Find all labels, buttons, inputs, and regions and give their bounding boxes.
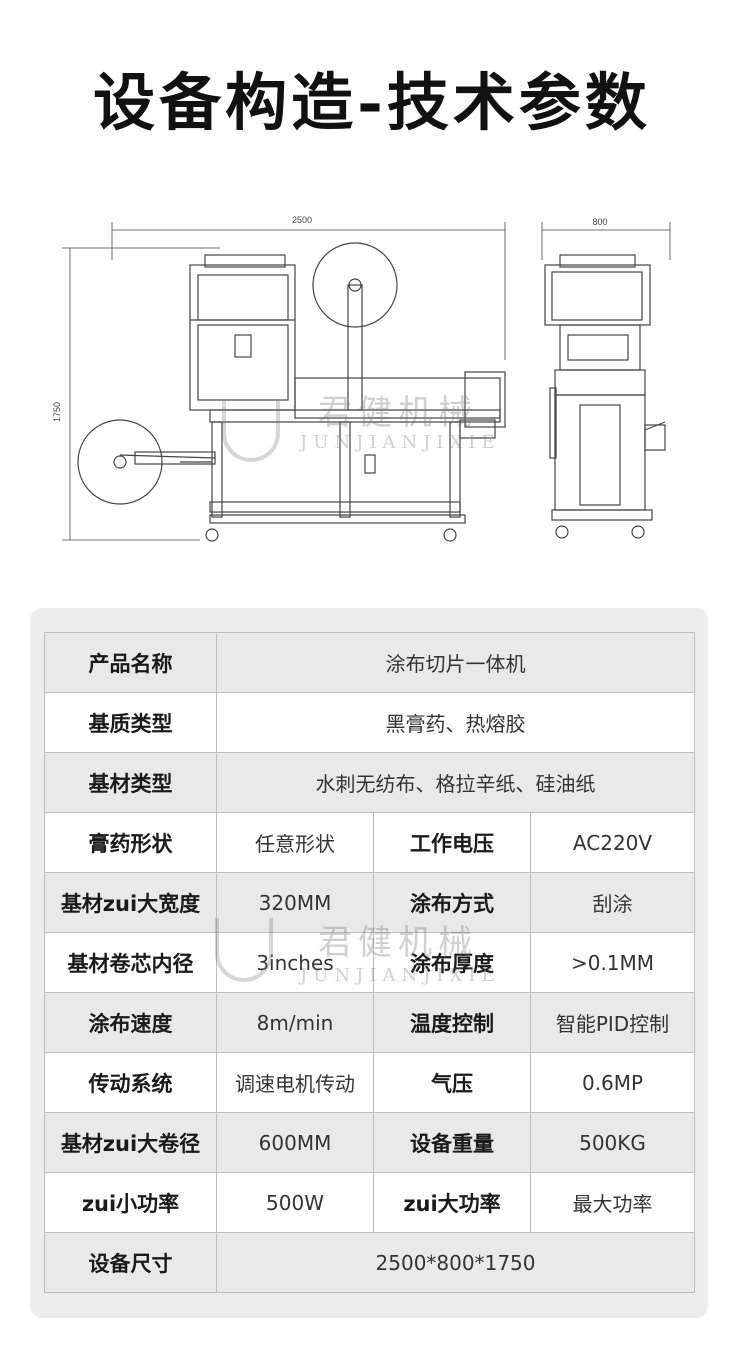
table-row: 基材zui大宽度 320MM 涂布方式 刮涂 [44, 872, 696, 933]
spec-label: 基材zui大宽度 [44, 872, 217, 933]
spec-label: 基质类型 [44, 692, 217, 753]
spec-value: 智能PID控制 [529, 992, 696, 1053]
spec-value: 0.6MP [529, 1052, 696, 1113]
table-row: 基材zui大卷径 600MM 设备重量 500KG [44, 1112, 696, 1173]
spec-value: 8m/min [216, 992, 374, 1053]
spec-value: 调速电机传动 [216, 1052, 374, 1113]
spec-label: 涂布速度 [44, 992, 217, 1053]
spec-value: 刮涂 [529, 872, 696, 933]
spec-label: 涂布方式 [373, 872, 531, 933]
spec-label: 气压 [373, 1052, 531, 1113]
spec-label: 膏药形状 [44, 812, 217, 873]
spec-label: 温度控制 [373, 992, 531, 1053]
watermark-logo-icon [215, 918, 273, 982]
machine-drawing: 2500 800 1750 [52, 215, 671, 542]
spec-value: 600MM [216, 1112, 374, 1173]
spec-value: 2500*800*1750 [215, 1232, 696, 1293]
spec-label: 基材类型 [44, 752, 217, 813]
table-row: 传动系统 调速电机传动 气压 0.6MP [44, 1052, 696, 1113]
spec-label: 传动系统 [44, 1052, 217, 1113]
table-row: 基材类型 水刺无纺布、格拉辛纸、硅油纸 [44, 752, 696, 813]
spec-label: 工作电压 [373, 812, 531, 873]
spec-value: 黑膏药、热熔胶 [215, 692, 696, 753]
spec-label: 基材zui大卷径 [44, 1112, 217, 1173]
spec-label: zui大功率 [373, 1172, 531, 1233]
table-row: 产品名称 涂布切片一体机 [44, 632, 696, 693]
table-row: 膏药形状 任意形状 工作电压 AC220V [44, 812, 696, 873]
spec-value: 500KG [529, 1112, 696, 1173]
spec-label: 设备重量 [373, 1112, 531, 1173]
spec-value: 最大功率 [529, 1172, 696, 1233]
spec-label: 涂布厚度 [373, 932, 531, 993]
page-title: 设备构造-技术参数 [93, 66, 651, 139]
spec-label: zui小功率 [44, 1172, 217, 1233]
spec-value: 任意形状 [216, 812, 374, 873]
spec-label: 设备尺寸 [44, 1232, 217, 1293]
height-dimension: 1750 [52, 402, 62, 422]
spec-value: 涂布切片一体机 [215, 632, 696, 693]
spec-label: 产品名称 [44, 632, 217, 693]
table-row: 涂布速度 8m/min 温度控制 智能PID控制 [44, 992, 696, 1053]
spec-value: >0.1MM [529, 932, 696, 993]
watermark-logo-icon [222, 400, 280, 462]
table-row: zui小功率 500W zui大功率 最大功率 [44, 1172, 696, 1233]
depth-dimension: 800 [592, 217, 607, 227]
spec-value: 320MM [216, 872, 374, 933]
table-row: 基材卷芯内径 3inches 涂布厚度 >0.1MM [44, 932, 696, 993]
spec-label: 基材卷芯内径 [44, 932, 217, 993]
spec-table: 产品名称 涂布切片一体机 基质类型 黑膏药、热熔胶 基材类型 水刺无纺布、格拉辛… [44, 632, 696, 1293]
table-row: 设备尺寸 2500*800*1750 [44, 1232, 696, 1293]
width-dimension: 2500 [292, 215, 312, 225]
spec-value: 水刺无纺布、格拉辛纸、硅油纸 [215, 752, 696, 813]
spec-value: AC220V [529, 812, 696, 873]
table-row: 基质类型 黑膏药、热熔胶 [44, 692, 696, 753]
spec-value: 500W [216, 1172, 374, 1233]
